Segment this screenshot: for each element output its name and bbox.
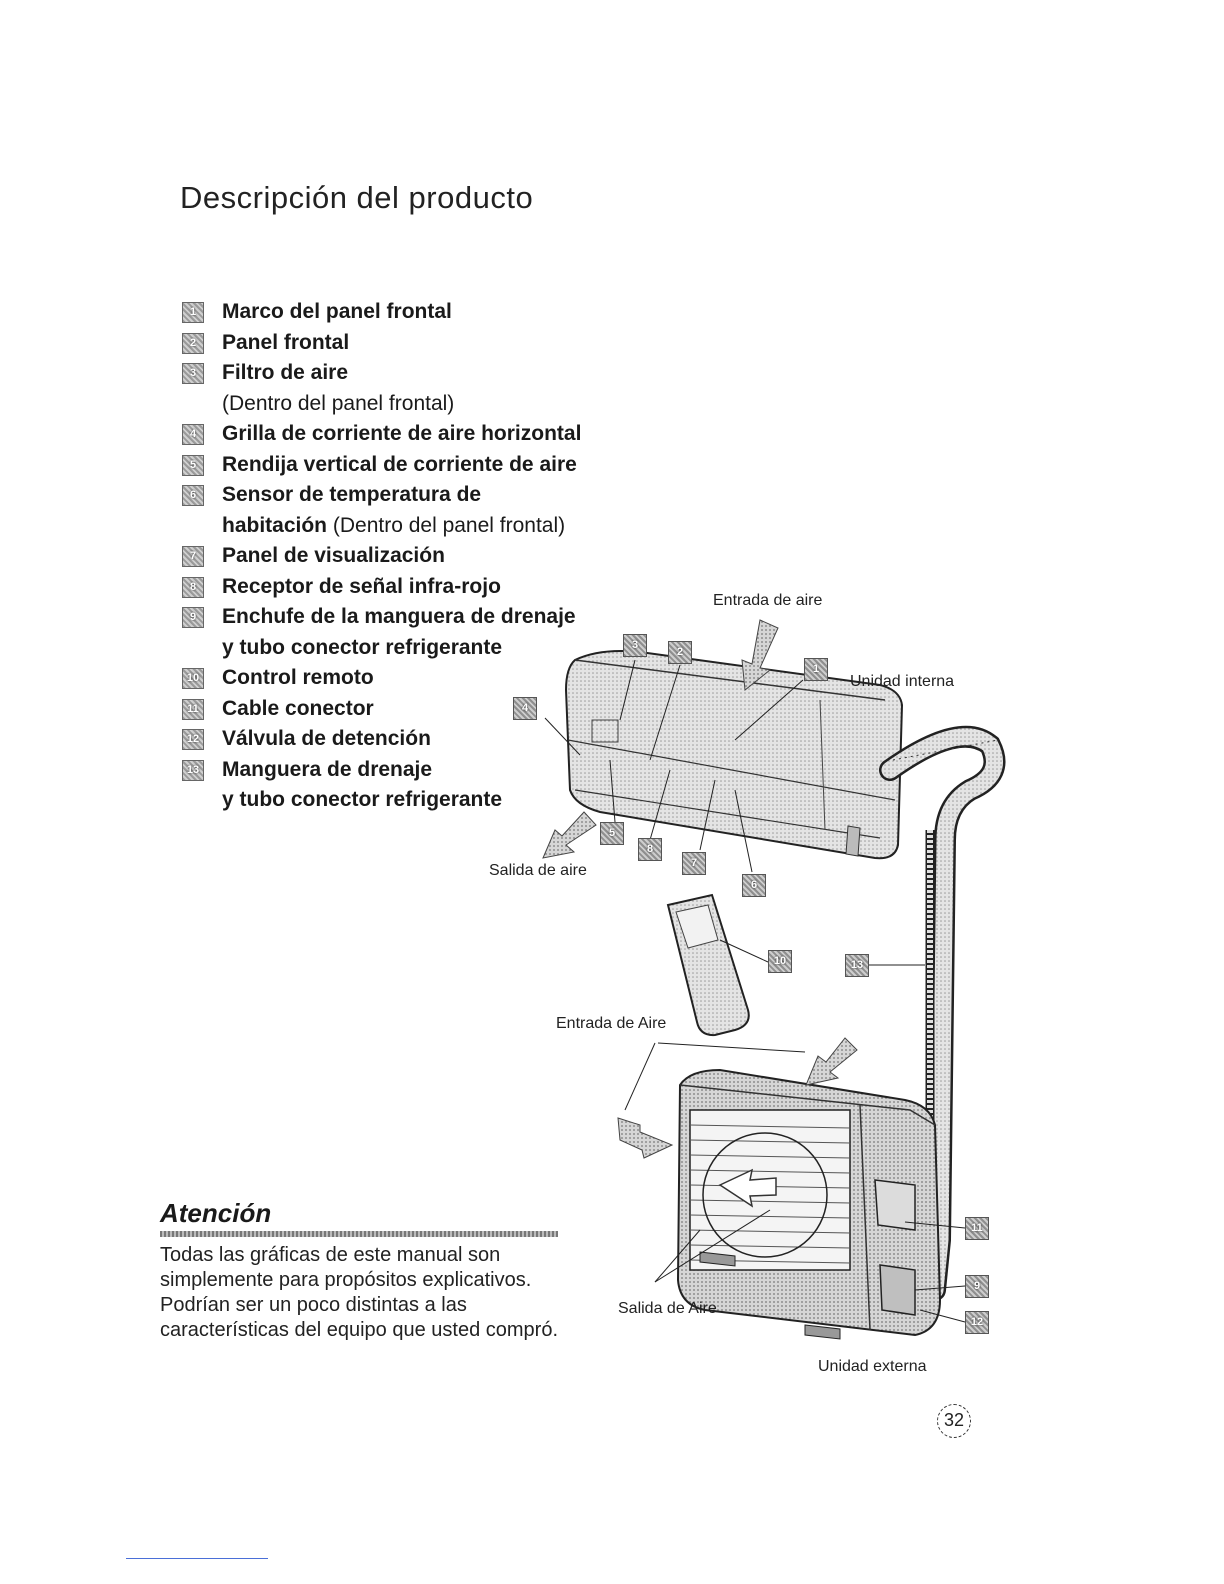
- airflow-arrow-side: [617, 1117, 674, 1159]
- airflow-arrow-out-indoor: [542, 811, 597, 859]
- part-number-badge: 10: [182, 668, 204, 689]
- part-item-2: 2 Panel frontal: [182, 328, 662, 359]
- part-number-badge: 5: [182, 454, 204, 476]
- part-number-badge: 6: [182, 485, 204, 506]
- attention-body: Todas las gráficas de este manual son si…: [160, 1244, 558, 1341]
- part-item-5: 5 Rendija vertical de corriente de aire: [182, 450, 662, 481]
- callout-3: 3: [623, 634, 647, 657]
- callout-1: 1: [804, 658, 828, 681]
- part-name: Sensor de temperatura de: [222, 483, 482, 506]
- part-note: (Dentro del panel frontal): [222, 391, 455, 415]
- part-number-badge: 9: [182, 607, 204, 628]
- callout-5: 5: [600, 822, 624, 845]
- part-number-badge: 12: [182, 729, 204, 750]
- part-number-badge: 4: [182, 424, 204, 445]
- part-item-8: 8 Receptor de señal infra-rojo: [182, 572, 662, 603]
- part-item-13: 13 Manguera de drenaje y tubo conector r…: [182, 755, 662, 816]
- label-indoor-unit: Unidad interna: [850, 673, 955, 690]
- part-name: Enchufe de la manguera de drenaje: [222, 605, 576, 628]
- part-name: Control remoto: [222, 666, 374, 689]
- callout-11: 11: [965, 1217, 989, 1240]
- part-number-badge: 8: [182, 576, 204, 598]
- callout-4: 4: [513, 697, 537, 720]
- part-item-12: 12 Válvula de detención: [182, 724, 662, 755]
- label-air-intake-top: Entrada de aire: [713, 592, 823, 609]
- parts-list: 1 Marco del panel frontal 2 Panel fronta…: [182, 297, 662, 816]
- part-number-badge: 11: [182, 698, 204, 720]
- callout-13: 13: [845, 954, 869, 977]
- callout-2: 2: [668, 641, 692, 664]
- part-item-1: 1 Marco del panel frontal: [182, 297, 662, 328]
- indoor-unit-illustration: [564, 650, 904, 860]
- part-name-line2: y tubo conector refrigerante: [222, 788, 503, 811]
- attention-heading: Atención: [160, 1198, 272, 1228]
- part-name-continued: habitación (Dentro del panel frontal): [222, 511, 662, 542]
- part-item-6: 6 Sensor de temperatura de habitación (D…: [182, 480, 662, 541]
- part-name-line2: y tubo conector refrigerante: [222, 635, 503, 659]
- callout-6: 6: [742, 874, 766, 897]
- outdoor-unit-illustration: [676, 1068, 942, 1340]
- part-name: Receptor de señal infra-rojo: [222, 574, 501, 598]
- part-item-3: 3 Filtro de aire (Dentro del panel front…: [182, 358, 662, 419]
- part-number-badge: 13: [182, 759, 204, 781]
- label-air-outlet-outdoor: Salida de Aire: [618, 1300, 717, 1317]
- part-number-badge: 2: [182, 332, 204, 354]
- part-item-7: 7 Panel de visualización: [182, 541, 662, 572]
- leader-lines: [544, 659, 966, 1323]
- airflow-arrow-fan: [718, 1168, 777, 1208]
- part-item-9: 9 Enchufe de la manguera de drenaje y tu…: [182, 602, 662, 663]
- remote-control-illustration: [666, 893, 750, 1037]
- page-title: Descripción del producto: [180, 180, 534, 215]
- page-number: 32: [937, 1404, 971, 1438]
- footer-line: [126, 1558, 268, 1559]
- part-number-badge: 7: [182, 546, 204, 567]
- callout-9: 9: [965, 1275, 989, 1298]
- part-item-4: 4 Grilla de corriente de aire horizontal: [182, 419, 662, 450]
- part-name: Grilla de corriente de aire horizontal: [222, 422, 582, 445]
- part-name: Válvula de detención: [222, 727, 431, 750]
- part-name: Filtro de aire: [222, 361, 349, 384]
- part-name: Cable conector: [222, 696, 374, 720]
- part-item-11: 11 Cable conector: [182, 694, 662, 725]
- attention-rule: [160, 1231, 558, 1237]
- part-name: Rendija vertical de corriente de aire: [222, 452, 577, 476]
- callout-7: 7: [682, 852, 706, 875]
- attention-note: Atención Todas las gráficas de este manu…: [160, 1198, 560, 1343]
- airflow-arrow-in-outdoor: [805, 1037, 858, 1086]
- part-name: Panel de visualización: [222, 544, 445, 567]
- part-name: Manguera de drenaje: [222, 757, 433, 781]
- part-number-badge: 3: [182, 363, 204, 384]
- airflow-arrow-in-top: [741, 619, 779, 691]
- part-name-line2: habitación: [222, 513, 328, 537]
- label-outdoor-unit: Unidad externa: [818, 1358, 927, 1375]
- callout-10: 10: [768, 950, 792, 973]
- callout-12: 12: [965, 1311, 989, 1334]
- part-number-badge: 1: [182, 302, 204, 323]
- part-name: Marco del panel frontal: [222, 300, 452, 323]
- part-name: Panel frontal: [222, 330, 350, 354]
- label-air-outlet-indoor: Salida de aire: [489, 862, 587, 879]
- part-note: (Dentro del panel frontal): [327, 513, 566, 537]
- callout-8: 8: [638, 838, 662, 861]
- label-air-intake-outdoor: Entrada de Aire: [556, 1015, 667, 1032]
- part-item-10: 10 Control remoto: [182, 663, 662, 694]
